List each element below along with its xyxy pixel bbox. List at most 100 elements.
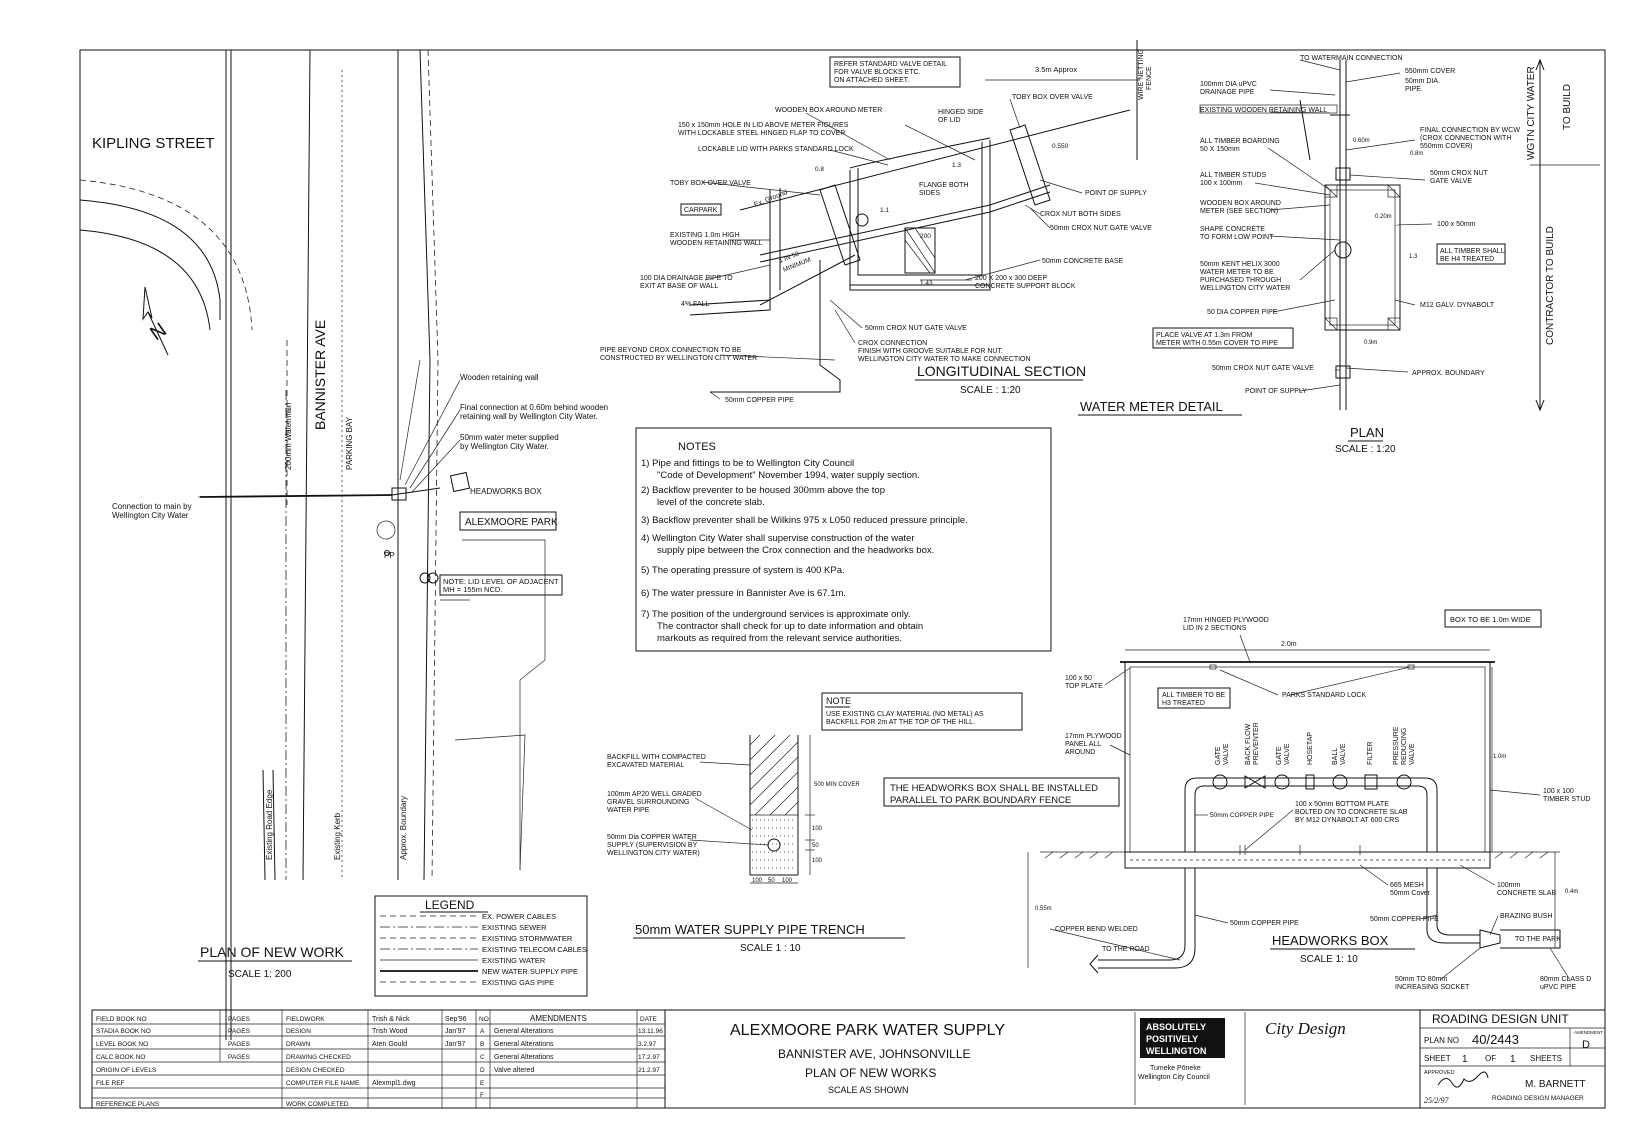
amend-desc: General Alterations [494,1028,554,1035]
watermain-label: 200mm Watermain [284,403,293,470]
gate-valve: 50mm CROX NUT GATE VALVE [1212,365,1314,372]
person-name: Trish Wood [372,1028,408,1035]
dim-200: 200 [920,233,931,240]
component-label: VALVE [1340,743,1347,765]
note-line: 3) Backflow preventer shall be Wilkins 9… [641,515,968,526]
stud-1: TIMBER STUD [1543,796,1590,803]
unit-label: ROADING DESIGN UNIT [1432,1012,1569,1026]
timber-h4-1: BE H4 TREATED [1440,256,1494,263]
wooden-wall-label: Wooden retaining wall [460,373,539,382]
note-line: 5) The operating pressure of system is 4… [641,565,845,576]
water-meter-plan: WATER METER DETAIL TO WATERMAIN CONNECTI… [1078,55,1600,455]
sheet-total: 1 [1510,1054,1516,1065]
person-date: Jan'97 [445,1041,466,1048]
bend-label: COPPER BEND WELDED [1055,926,1138,933]
min-cover: 500 MIN COVER [814,782,860,788]
gravel-0: 100mm AP20 WELL GRADED [607,791,702,798]
drawing-scale: SCALE AS SHOWN [828,1085,909,1095]
depth-50: 50 [812,843,819,849]
lock-label: PARKS STANDARD LOCK [1282,692,1366,699]
drain-pipe-1: EXIT AT BASE OF WALL [640,283,718,290]
stud-0: 100 x 100 [1543,788,1574,795]
to-road: TO THE ROAD [1102,946,1150,953]
timber-studs-1: 100 x 100mm [1200,180,1243,187]
legend-item: EXISTING SEWER [482,923,547,932]
gravel-2: WATER PIPE [607,807,650,814]
dia-50-0: 50mm DIA. [1405,78,1440,85]
sheet-number: 1 [1462,1054,1468,1065]
book-row-label: ORIGIN OF LEVELS [96,1067,157,1074]
amend-header: AMENDMENTS [530,1014,587,1023]
lid-note-1: MH = 155m NCD. [443,585,502,594]
copper-0: 50mm Dia COPPER WATER [607,834,697,841]
copper-right: 50mm COPPER PIPE [1370,916,1439,923]
person-date: Jan'97 [445,1028,466,1035]
signature-icon [1437,1071,1489,1088]
bottom-plate-0: 100 x 50mm BOTTOM PLATE [1295,801,1389,808]
timber-h4-0: ALL TIMBER SHALL [1440,248,1505,255]
plan-title: PLAN OF NEW WORK [200,944,345,960]
book-row-label: CALC BOOK NO [96,1054,145,1061]
amend-no: E [480,1080,485,1087]
amend-date: 13.11.96 [638,1028,663,1035]
sheet-label: SHEET [1424,1054,1451,1063]
hinged-lid-1: LID IN 2 SECTIONS [1183,625,1247,632]
depth-100-b: 100 [812,858,823,864]
meter-detail-title: WATER METER DETAIL [1080,399,1223,414]
dim-055: 0.55m [1035,906,1052,912]
place-valve-0: PLACE VALVE AT 1.3m FROM [1156,332,1253,339]
absolutely-positively-wellington-logo: ABSOLUTELY POSITIVELY WELLINGTON [1140,1018,1225,1058]
shape-concrete-0: SHAPE CONCRETE [1200,226,1265,233]
amend-date: 21.2.97 [638,1067,660,1074]
final-connection-0: Final connection at 0.60m behind wooden [460,403,608,412]
toby-box-left: TOBY BOX OVER VALVE [670,180,751,187]
dia-50-1: PIPE. [1405,86,1423,93]
hinged-lid-0: 17mm HINGED PLYWOOD [1183,617,1269,624]
dim-20: 2.0m [1281,641,1297,648]
person-role: FIELDWORK [286,1016,325,1023]
person-role: DRAWING CHECKED [286,1054,351,1061]
logo-line: WELLINGTON [1146,1046,1206,1056]
dim-143: 1.43 [920,280,933,287]
amend-no: F [480,1092,484,1099]
note-line: supply pipe between the Crox connection … [657,545,934,556]
headworks-box-symbol [449,471,471,493]
plan-no-label: PLAN NO [1424,1036,1459,1045]
wooden-box-1: METER (SEE SECTION) [1200,208,1278,215]
crox-connection-0: CROX CONNECTION [858,340,927,347]
boundary-label: Approx. Boundary [399,796,408,860]
hinged-side-0: HINGED SIDE [938,109,984,116]
person-date: Sep'96 [445,1016,467,1023]
dim-020: 0.20m [1375,214,1392,220]
timber-boarding-0: ALL TIMBER BOARDING [1200,138,1280,145]
kent-helix-2: PURCHASED THROUGH [1200,277,1281,284]
crox-gate-0: 50mm CROX NUT [1430,170,1489,177]
amendment-label: AMENDMENT [1574,1030,1603,1035]
dynabolt: M12 GALV. DYNABOLT [1420,302,1495,309]
trench-note-1: BACKFILL FOR 2m AT THE TOP OF THE HILL. [826,719,975,726]
crox-connection-2: WELLINGTON CITY WATER TO MAKE CONNECTION [858,356,1031,363]
support-block-1: CONCRETE SUPPORT BLOCK [975,283,1076,290]
to-watermain: TO WATERMAIN CONNECTION [1300,55,1403,62]
component-label: HOSETAP [1307,732,1314,765]
h3-0: ALL TIMBER TO BE [1162,692,1225,699]
wooden-box-0: WOODEN BOX AROUND [1200,200,1281,207]
amendment-value: D [1582,1039,1590,1051]
dim-11: 1.1 [880,207,889,214]
approx-boundary: APPROX. BOUNDARY [1412,370,1485,377]
note-line: The contractor shall check for up to dat… [657,621,923,632]
park-name: ALEXMOORE PARK [465,517,558,528]
plan-of-new-work: N KIPLING STREET BANNISTER AVE 200mm Wat… [79,49,608,1040]
existing-wall-1: WOODEN RETAINING WALL [670,240,763,247]
copper-pipe: 50mm COPPER PIPE [725,397,794,404]
headworks-box: BOX TO BE 1.0m WIDE 17mm HINGED PLYWOOD … [883,609,1591,991]
gate-valve-bottom: 50mm CROX NUT GATE VALVE [865,325,967,332]
person-name: Trish & Nick [372,1016,410,1023]
slab-1: CONCRETE SLAB [1497,890,1556,897]
panel-2: AROUND [1065,749,1095,756]
connection-main-0: Connection to main by [112,502,192,511]
dim-08: 0.8 [815,166,824,173]
hinged-side-1: OF LID [938,117,961,124]
dim-10: 1.0m [1493,754,1506,760]
